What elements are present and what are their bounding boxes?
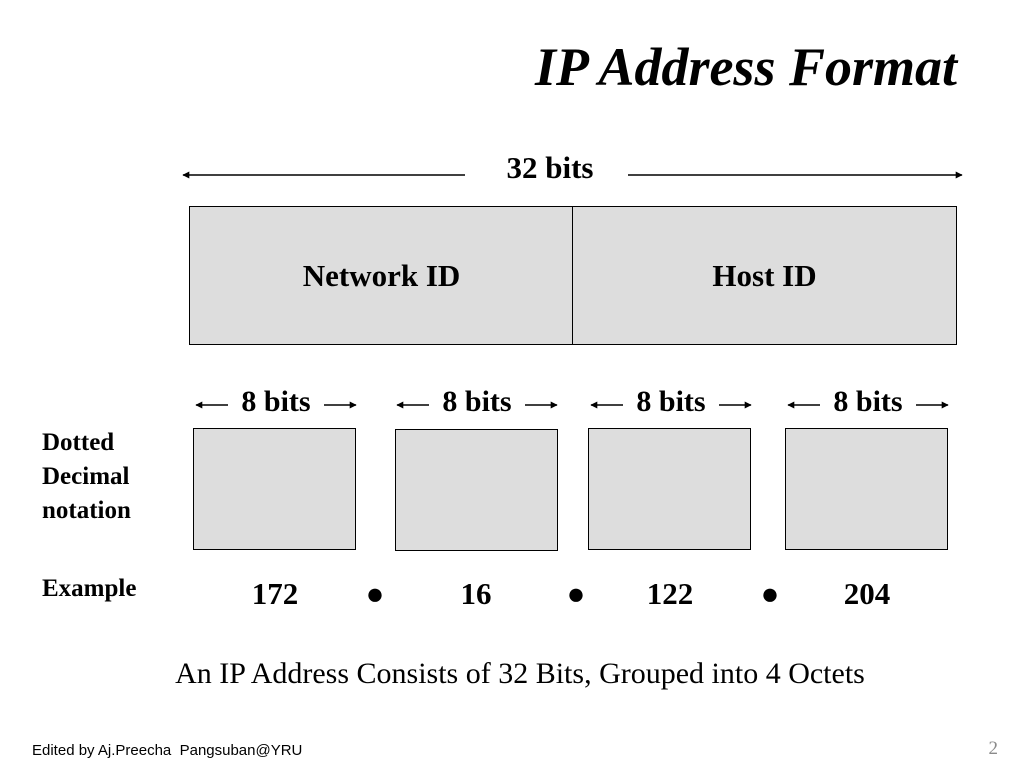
octet-1-box bbox=[193, 428, 356, 550]
octet-4-bits-label: 8 bits bbox=[833, 385, 903, 418]
example-octet-1: 172 bbox=[251, 576, 299, 611]
host-id-label: Host ID bbox=[712, 257, 817, 293]
example-octet-3: 122 bbox=[646, 576, 694, 611]
page-number: 2 bbox=[988, 738, 999, 759]
octet-2-box bbox=[395, 429, 558, 551]
octet-3-bits-label: 8 bits bbox=[636, 385, 706, 418]
network-id-label: Network ID bbox=[302, 257, 461, 293]
notation-line-1: Dotted bbox=[42, 429, 115, 456]
example-label: Example bbox=[42, 575, 137, 602]
notation-line-2: Decimal bbox=[42, 463, 130, 490]
octet-3-box bbox=[588, 428, 751, 550]
example-octet-2: 16 bbox=[460, 576, 492, 611]
slide-caption: An IP Address Consists of 32 Bits, Group… bbox=[175, 657, 865, 690]
slide-title: IP Address Format bbox=[534, 37, 957, 97]
network-id-field: Network ID bbox=[189, 206, 574, 345]
separator-dot-2: ● bbox=[566, 576, 586, 611]
total-bits-label: 32 bits bbox=[506, 150, 594, 185]
separator-dot-3: ● bbox=[760, 576, 780, 611]
notation-line-3: notation bbox=[42, 497, 131, 524]
octet-1-bits-label: 8 bits bbox=[241, 385, 311, 418]
host-id-field: Host ID bbox=[572, 206, 957, 345]
dotted-decimal-label: Dotted Decimal notation bbox=[42, 426, 131, 528]
separator-dot-1: ● bbox=[365, 576, 385, 611]
octet-2-bits-label: 8 bits bbox=[442, 385, 512, 418]
octet-4-box bbox=[785, 428, 948, 550]
footer-credit: Edited by Aj.Preecha Pangsuban@YRU bbox=[32, 742, 303, 759]
example-octet-4: 204 bbox=[843, 576, 891, 611]
